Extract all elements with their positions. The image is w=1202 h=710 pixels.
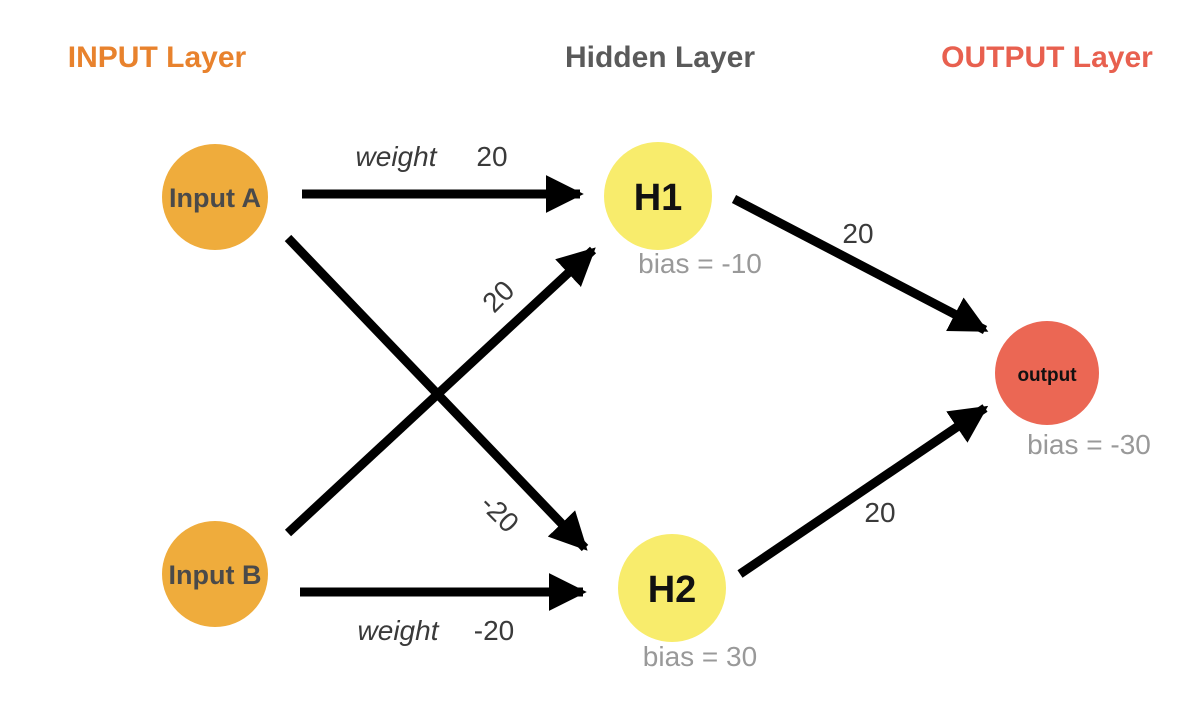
edge-a-to-h2-weight: -20 xyxy=(474,488,525,539)
node-h2-label: H2 xyxy=(648,569,697,611)
node-input-b: Input B xyxy=(162,521,268,627)
node-input-b-circle xyxy=(162,521,268,627)
node-input-a-circle xyxy=(162,144,268,250)
node-input-a: Input A xyxy=(162,144,268,250)
node-output-circle xyxy=(995,321,1099,425)
node-h2-circle xyxy=(618,534,726,642)
node-h1: H1 xyxy=(604,142,712,250)
edge-b-to-h2-weight: -20 xyxy=(474,615,514,646)
h1-bias-label: bias = -10 xyxy=(638,248,762,279)
h2-bias-label: bias = 30 xyxy=(643,641,757,672)
edge-a-to-h1-weight: 20 xyxy=(476,141,507,172)
node-h2: H2 xyxy=(618,534,726,642)
edge-a-to-h1-prefix: weight xyxy=(356,141,438,172)
edge-b-to-h2-prefix: weight xyxy=(358,615,440,646)
node-output-label: output xyxy=(1017,365,1077,386)
node-h1-label: H1 xyxy=(634,177,683,219)
connections xyxy=(284,175,989,611)
input-layer-title: INPUT Layer xyxy=(68,41,247,74)
edge-b-to-h1 xyxy=(284,246,597,537)
edge-h1-to-output xyxy=(731,195,989,334)
node-input-a-label: Input A xyxy=(169,183,261,213)
node-output: output xyxy=(995,321,1099,425)
node-input-b-label: Input B xyxy=(169,560,262,590)
edge-h2-to-output xyxy=(737,404,989,578)
output-layer-title: OUTPUT Layer xyxy=(941,41,1153,74)
edge-h2-to-output-weight: 20 xyxy=(864,497,895,528)
node-h1-circle xyxy=(604,142,712,250)
edge-b-to-h1-weight: 20 xyxy=(476,274,520,318)
hidden-layer-title: Hidden Layer xyxy=(565,41,755,74)
output-bias-label: bias = -30 xyxy=(1027,429,1151,460)
edge-h1-to-output-weight: 20 xyxy=(842,218,873,249)
